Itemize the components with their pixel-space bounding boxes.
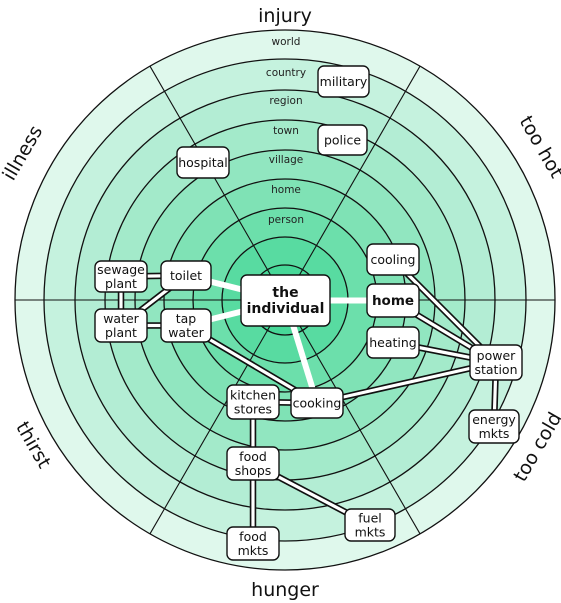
node-label: military <box>320 74 368 89</box>
ring-label-person: person <box>268 214 304 226</box>
node-label: individual <box>247 301 325 317</box>
node-box <box>366 283 420 318</box>
node-label: sewage <box>97 262 145 277</box>
ring-labels-layer: world country region town village home person <box>266 36 306 226</box>
sector-divider-5 <box>284 299 421 535</box>
node-label: mkts <box>479 426 510 441</box>
node-heating[interactable]: heating <box>366 326 420 359</box>
node-box <box>160 308 212 343</box>
node-box <box>317 124 368 156</box>
node-label: toilet <box>170 268 202 283</box>
node-label: cooling <box>371 252 416 267</box>
node-box <box>317 65 370 98</box>
ring-label-world: world <box>272 36 301 48</box>
sector-divider-4 <box>149 299 286 535</box>
outer-label-hunger: hunger <box>251 579 319 601</box>
node-label: hospital <box>178 155 228 170</box>
node-label: plant <box>105 325 137 340</box>
ring-label-town: town <box>273 125 299 137</box>
node-label: food <box>239 529 267 544</box>
node-box <box>240 274 331 327</box>
node-military[interactable]: military <box>317 65 370 98</box>
node-police[interactable]: police <box>317 124 368 156</box>
node-label: tap <box>176 311 197 326</box>
node-box <box>94 308 148 343</box>
node-box <box>226 526 280 561</box>
node-label: home <box>372 293 414 309</box>
outer-label-injury: injury <box>258 5 312 27</box>
node-box <box>226 384 280 420</box>
ring-label-country: country <box>266 67 306 79</box>
node-toilet[interactable]: toilet <box>160 260 212 291</box>
node-box <box>94 260 148 293</box>
node-box <box>290 387 344 419</box>
node-box <box>160 260 212 291</box>
outer-label-illness: illness <box>0 122 47 184</box>
node-label: energy <box>472 412 516 427</box>
node-home[interactable]: home <box>366 283 420 318</box>
node-label: kitchen <box>230 388 276 403</box>
node-label: mkts <box>355 525 386 540</box>
node-box <box>366 243 420 276</box>
node-label: shops <box>235 463 272 478</box>
node-label: fuel <box>358 511 382 526</box>
node-label: stores <box>234 402 272 417</box>
sector-divider-1 <box>284 65 421 301</box>
node-label: power <box>477 348 516 363</box>
node-label: food <box>239 449 267 464</box>
node-label: police <box>324 133 361 148</box>
node-box <box>226 446 280 481</box>
node-cooking[interactable]: cooking <box>290 387 344 419</box>
node-label: plant <box>105 276 137 291</box>
node-cooling[interactable]: cooling <box>366 243 420 276</box>
link-cooking-power_station <box>316 360 497 405</box>
node-box <box>469 344 523 381</box>
node-label: water <box>103 311 139 326</box>
ring-label-region: region <box>269 95 302 107</box>
node-label: heating <box>369 335 417 350</box>
ring-label-village: village <box>269 154 304 166</box>
node-box <box>176 146 230 179</box>
node-label: water <box>168 325 204 340</box>
node-box <box>468 409 520 444</box>
node-box <box>366 326 420 359</box>
node-label: cooking <box>293 396 342 411</box>
node-hospital[interactable]: hospital <box>176 146 230 179</box>
nodes-layer: military police hospital cooling home heating… <box>94 65 523 561</box>
node-label: mkts <box>238 543 269 558</box>
node-box <box>344 508 396 542</box>
node-label: the <box>272 285 298 301</box>
ring-label-home: home <box>271 184 301 196</box>
sector-divider-2 <box>149 65 286 301</box>
node-label: station <box>474 362 517 377</box>
